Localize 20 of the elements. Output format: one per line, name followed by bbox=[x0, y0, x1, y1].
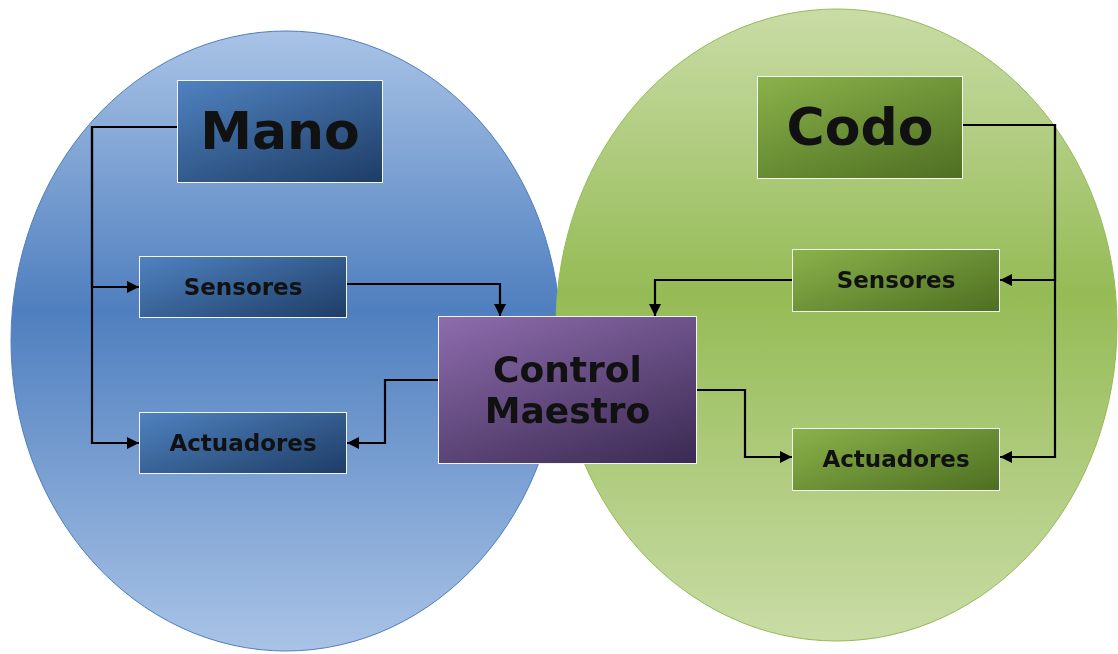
arrow bbox=[347, 282, 506, 316]
arrow bbox=[347, 378, 438, 449]
process-box bbox=[438, 316, 697, 464]
box-label: Sensores bbox=[836, 267, 956, 294]
box-label: Actuadores bbox=[169, 429, 317, 457]
process-box bbox=[792, 428, 1000, 491]
process-box bbox=[139, 412, 347, 474]
arrow bbox=[963, 123, 1057, 463]
box-label: Codo bbox=[786, 97, 934, 158]
box-label: Sensores bbox=[183, 273, 303, 301]
process-box bbox=[792, 249, 1000, 312]
process-box bbox=[757, 76, 963, 179]
process-box bbox=[139, 256, 347, 318]
box-label: Control Maestro bbox=[483, 348, 652, 432]
box-label: Actuadores bbox=[822, 446, 970, 473]
box-label: Mano bbox=[200, 101, 360, 162]
process-box bbox=[177, 80, 383, 183]
arrow bbox=[90, 125, 177, 449]
arrow bbox=[697, 388, 792, 463]
arrow bbox=[649, 278, 792, 316]
